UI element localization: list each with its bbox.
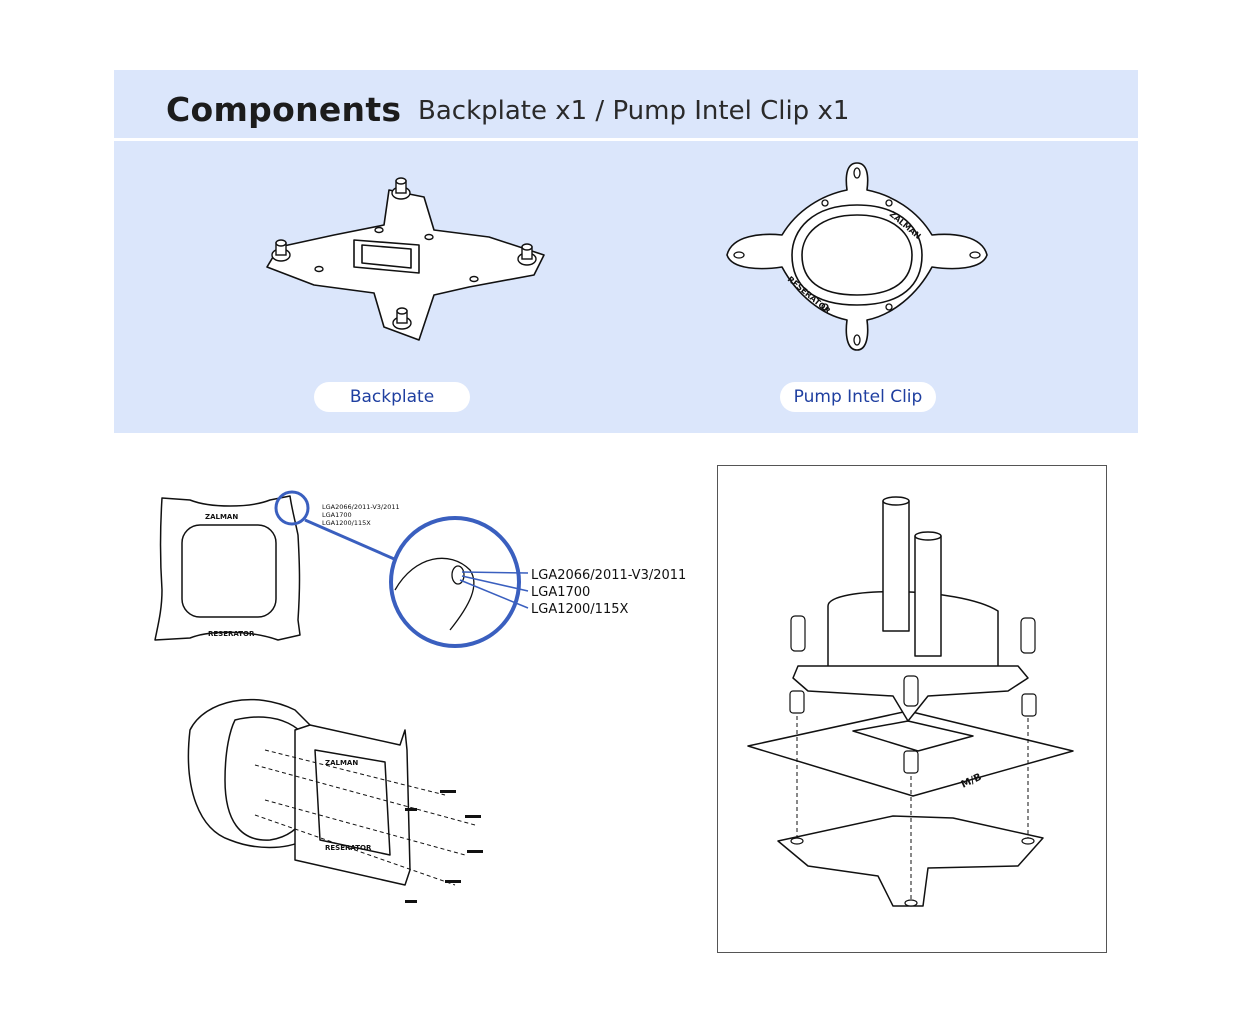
page-title: Components [166, 90, 402, 129]
small-label-1: LGA2066/2011-V3/2011 [322, 503, 400, 511]
small-label-2: LGA1700 [322, 511, 352, 519]
detail-brand-top: ZALMAN [205, 513, 238, 521]
assembly-brand-bottom: RESERATOR [325, 844, 372, 852]
installation-diagram: M/B [747, 496, 1074, 907]
components-panel: Components Backplate x1 / Pump Intel Cli… [114, 70, 1138, 433]
assembly-brand-top: ZALMAN [325, 759, 358, 767]
zoom-label-1: LGA2066/2011-V3/2011 [531, 568, 686, 583]
components-header: Components Backplate x1 / Pump Intel Cli… [114, 70, 1138, 141]
backplate-illustration [266, 177, 545, 341]
zoom-label-2: LGA1700 [531, 585, 590, 600]
pump-clip-label: Pump Intel Clip [780, 382, 936, 412]
zoom-label-3: LGA1200/115X [531, 602, 628, 617]
backplate-label: Backplate [314, 382, 470, 412]
small-label-3: LGA1200/115X [322, 519, 371, 527]
clip-hole-detail-diagram: ZALMAN RESERATOR LGA2066/2011-V3/2011 LG… [154, 490, 686, 648]
page-subtitle: Backplate x1 / Pump Intel Clip x1 [418, 96, 850, 126]
pump-clip-assembly-diagram: ZALMAN RESERATOR [187, 698, 483, 903]
pump-clip-illustration: ZALMAN RESERATOR [726, 162, 988, 351]
detail-brand-bottom: RESERATOR [208, 630, 255, 638]
